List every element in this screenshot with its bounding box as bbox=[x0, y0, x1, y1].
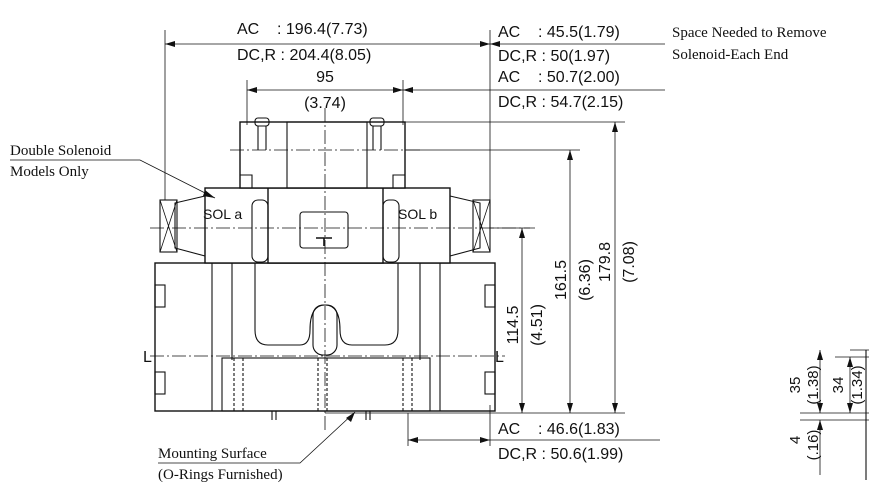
note-space-needed-1: Space Needed to Remove bbox=[672, 25, 827, 41]
dim-space-ac-2: AC : 50.7(2.00) bbox=[498, 69, 620, 86]
manual-override-block bbox=[267, 187, 384, 264]
arrow-114-bottom bbox=[519, 403, 525, 413]
sol-b-nut bbox=[382, 199, 400, 263]
side-dim-35-inch-text: (1.38) bbox=[805, 365, 822, 404]
sol-b-cap-cross bbox=[472, 199, 491, 253]
dim-bottom-ac: AC : 46.6(1.83) bbox=[498, 421, 620, 438]
body-port-lug-left-bottom bbox=[154, 371, 166, 395]
note-mounting-1: Mounting Surface bbox=[158, 446, 267, 462]
note-mounting-2: (O-Rings Furnished) bbox=[158, 467, 283, 483]
side-dim-35-text: 35 bbox=[787, 377, 804, 394]
dim-179-8-text: 179.8 bbox=[597, 242, 614, 282]
arrow-95-left bbox=[247, 87, 257, 93]
side-arrow-4 bbox=[817, 420, 823, 430]
arrow-179-top bbox=[612, 122, 618, 132]
sol-b-taper bbox=[449, 195, 481, 257]
side-dim-34-text: 34 bbox=[830, 377, 847, 394]
dim-161-5-text: 161.5 bbox=[553, 260, 570, 300]
arrow-95-right bbox=[393, 87, 403, 93]
side-arrow-34-top bbox=[847, 357, 853, 367]
centerlines bbox=[150, 108, 530, 430]
arrow-114-top bbox=[519, 228, 525, 238]
arrow-space-2 bbox=[403, 87, 413, 93]
override-t-mark bbox=[316, 237, 332, 246]
body-port-lug-left-top bbox=[154, 284, 166, 308]
dim-95-inch-text: (3.74) bbox=[304, 95, 346, 112]
arrow-161-bottom bbox=[567, 403, 573, 413]
sol-b-end-cap bbox=[472, 199, 491, 253]
label-sol-b: SOL b bbox=[398, 206, 437, 222]
body-lower-port-block bbox=[221, 357, 431, 412]
arrow-bottom-left bbox=[408, 437, 418, 443]
dim-179-8-inch-text: (7.08) bbox=[621, 241, 638, 283]
terminal-screw-left bbox=[254, 117, 270, 127]
terminal-screw-right bbox=[369, 117, 385, 127]
body-port-lug-right-bottom bbox=[484, 371, 496, 395]
arrow-space-1 bbox=[490, 41, 500, 47]
dim-bottom-dcr: DC,R : 50.6(1.99) bbox=[498, 446, 623, 463]
side-dim-4-text: 4 bbox=[787, 436, 804, 444]
leader-double-solenoid bbox=[10, 159, 216, 199]
dim-114-5-inch-text: (4.51) bbox=[529, 304, 546, 346]
arrow-bottom-right bbox=[480, 437, 490, 443]
arrow-overall-right bbox=[480, 41, 490, 47]
dim-space-ac-1: AC : 45.5(1.79) bbox=[498, 24, 620, 41]
note-space-needed-2: Solenoid-Each End bbox=[672, 47, 789, 63]
dim-95-text: 95 bbox=[316, 69, 334, 86]
sol-a-nut bbox=[251, 199, 269, 263]
label-section-l-left: L bbox=[143, 349, 152, 366]
dim-161-5-inch-text: (6.36) bbox=[577, 259, 594, 301]
side-arrow-35-bottom bbox=[817, 403, 823, 413]
leader-mounting bbox=[158, 411, 356, 464]
dim-114-5-text: 114.5 bbox=[505, 305, 522, 344]
side-arrow-35-top bbox=[817, 350, 823, 360]
dim-overall-dcr: DC,R : 204.4(8.05) bbox=[237, 47, 371, 64]
terminal-box bbox=[239, 121, 406, 189]
label-sol-a: SOL a bbox=[203, 206, 242, 222]
sol-a-cap-cross bbox=[159, 199, 178, 253]
terminal-box-center bbox=[286, 121, 368, 189]
arrow-mounting bbox=[346, 412, 355, 422]
arrow-double-solenoid bbox=[203, 190, 215, 198]
terminal-screw-shanks bbox=[257, 126, 382, 150]
dimension-text: AC : 196.4(7.73) DC,R : 204.4(8.05) 95 (… bbox=[10, 21, 866, 483]
side-dim-34-inch-text: (1.34) bbox=[849, 365, 866, 404]
sol-a-taper bbox=[174, 195, 206, 257]
dimension-lines bbox=[10, 30, 665, 464]
arrow-161-top bbox=[567, 150, 573, 160]
sol-a-end-cap bbox=[159, 199, 178, 253]
note-double-solenoid-2: Models Only bbox=[10, 164, 89, 180]
dim-space-dcr-1: DC,R : 50(1.97) bbox=[498, 48, 610, 65]
dim-overall-ac: AC : 196.4(7.73) bbox=[237, 21, 368, 38]
arrow-179-bottom bbox=[612, 403, 618, 413]
label-section-l-right: L bbox=[495, 349, 504, 366]
side-dim-4-inch-text: (.16) bbox=[805, 430, 822, 461]
note-double-solenoid-1: Double Solenoid bbox=[10, 143, 112, 159]
terminal-box-feet bbox=[240, 174, 405, 188]
body-port-lug-right-top bbox=[484, 284, 496, 308]
manual-override-button bbox=[299, 211, 349, 249]
side-view-partial bbox=[800, 349, 869, 480]
dim-space-dcr-2: DC,R : 54.7(2.15) bbox=[498, 94, 623, 111]
side-arrow-34-bottom bbox=[847, 403, 853, 413]
arrow-overall-left bbox=[165, 41, 175, 47]
